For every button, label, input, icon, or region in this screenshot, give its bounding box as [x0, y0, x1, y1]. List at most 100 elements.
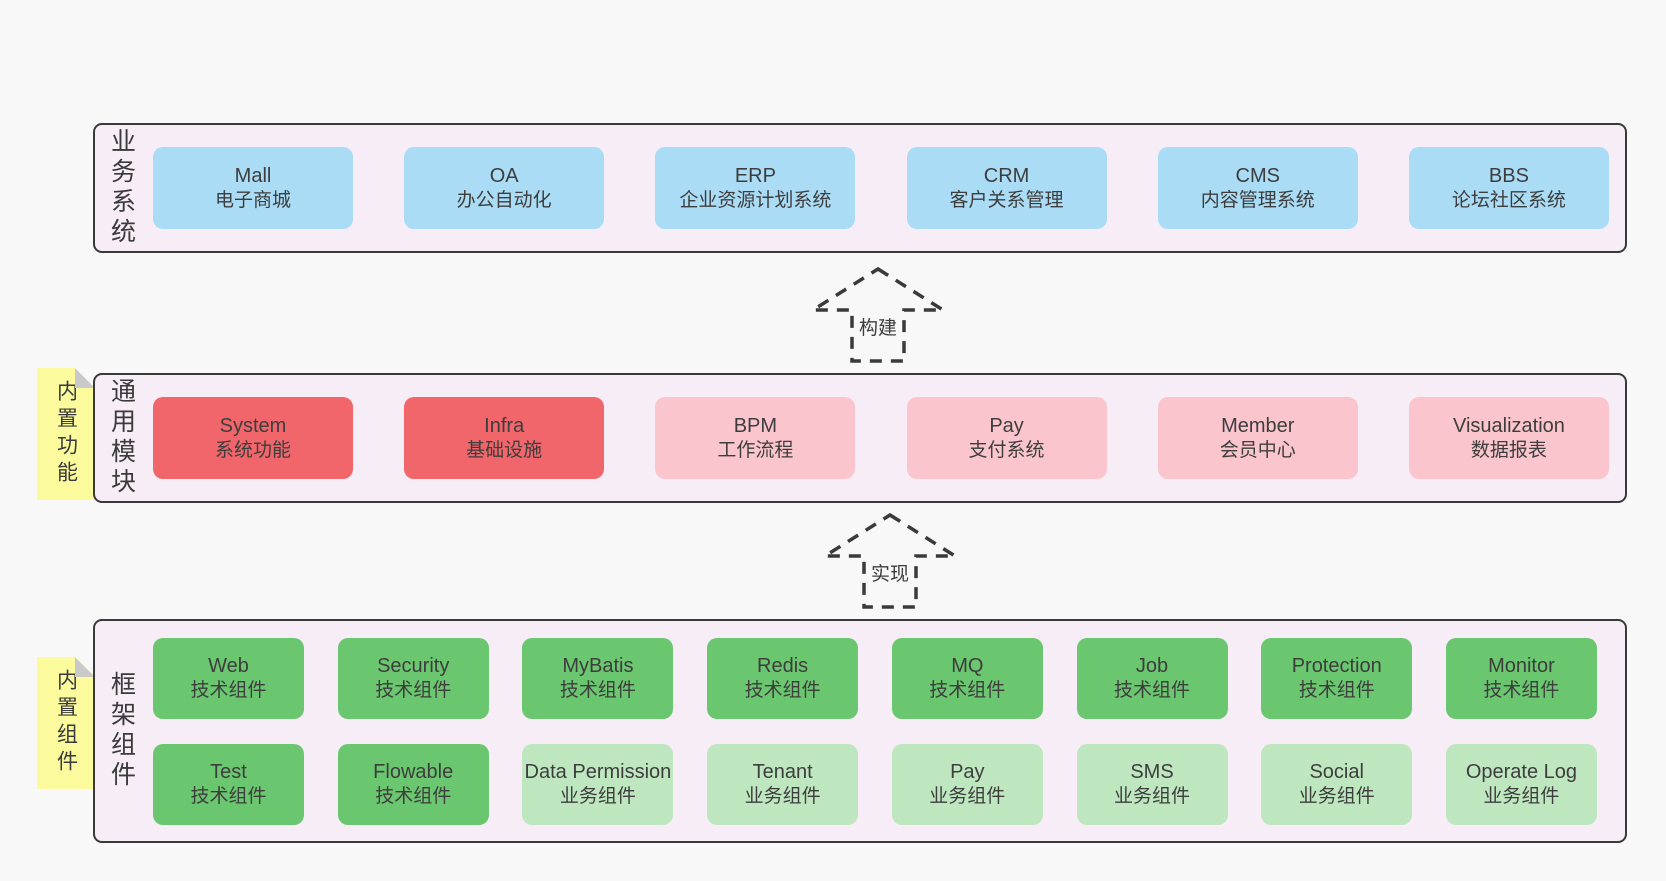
box-subtitle: 技术组件 [1114, 679, 1191, 701]
box-subtitle: 系统功能 [214, 439, 291, 461]
framework-rows: Web 技术组件 Security 技术组件 MyBatis 技术组件 Redi… [147, 621, 1625, 841]
box-title: Mall [234, 164, 272, 187]
box-oa: OA 办公自动化 [404, 147, 605, 229]
sticky-note-label: 内置功能 [54, 380, 78, 488]
dashed-up-arrow-icon [822, 512, 958, 609]
box-social: Social 业务组件 [1261, 743, 1413, 825]
box-title: Monitor [1488, 654, 1555, 677]
box-mq: MQ 技术组件 [891, 637, 1043, 719]
box-title: CRM [983, 164, 1030, 187]
box-subtitle: 技术组件 [1298, 679, 1375, 701]
box-test: Test 技术组件 [153, 743, 304, 825]
business-boxes-row: Mall 电子商城 OA 办公自动化 ERP 企业资源计划系统 CRM 客户关系… [147, 125, 1625, 251]
band-common-modules: 通用模块 System 系统功能 Infra 基础设施 BPM 工作流程 Pay… [93, 373, 1627, 503]
box-title: Web [208, 654, 249, 677]
box-subtitle: 工作流程 [717, 439, 794, 461]
box-subtitle: 技术组件 [1483, 679, 1560, 701]
band-business-systems: 业务系统 Mall 电子商城 OA 办公自动化 ERP 企业资源计划系统 CRM… [93, 123, 1627, 253]
box-title: Visualization [1452, 414, 1565, 437]
box-subtitle: 技术组件 [375, 679, 452, 701]
box-web: Web 技术组件 [153, 637, 304, 719]
box-subtitle: 论坛社区系统 [1451, 189, 1566, 211]
box-visualization: Visualization 数据报表 [1408, 397, 1609, 479]
box-title: Operate Log [1465, 760, 1578, 783]
box-subtitle: 技术组件 [375, 785, 452, 807]
box-title: MyBatis [562, 654, 634, 677]
box-data-permission: Data Permission 业务组件 [522, 743, 674, 825]
arrow-build-up: 构建 [810, 266, 946, 364]
sticky-fold-corner [75, 657, 95, 677]
box-subtitle: 数据报表 [1470, 439, 1547, 461]
box-crm: CRM 客户关系管理 [906, 147, 1107, 229]
box-title: Security [377, 654, 450, 677]
tech-components-row: Web 技术组件 Security 技术组件 MyBatis 技术组件 Redi… [153, 637, 1597, 719]
box-subtitle: 办公自动化 [456, 189, 552, 211]
box-mybatis: MyBatis 技术组件 [522, 637, 674, 719]
box-member: Member 会员中心 [1157, 397, 1358, 479]
box-title: CMS [1235, 164, 1280, 187]
box-protection: Protection 技术组件 [1261, 637, 1413, 719]
band-framework-components: 框架组件 Web 技术组件 Security 技术组件 MyBatis 技术组件… [93, 619, 1627, 843]
box-subtitle: 客户关系管理 [949, 189, 1064, 211]
box-title: BPM [733, 414, 778, 437]
box-title: System [219, 414, 287, 437]
box-subtitle: 业务组件 [559, 785, 636, 807]
box-flowable: Flowable 技术组件 [337, 743, 489, 825]
box-operate-log: Operate Log 业务组件 [1445, 743, 1597, 825]
box-subtitle: 内容管理系统 [1200, 189, 1315, 211]
box-subtitle: 业务组件 [744, 785, 821, 807]
box-title: MQ [951, 654, 984, 677]
box-pay-module: Pay 支付系统 [906, 397, 1107, 479]
box-title: OA [489, 164, 519, 187]
box-subtitle: 支付系统 [968, 439, 1045, 461]
box-subtitle: 电子商城 [214, 189, 291, 211]
box-subtitle: 业务组件 [1483, 785, 1560, 807]
box-title: Member [1221, 414, 1295, 437]
arrow-build-label: 构建 [855, 312, 901, 341]
sticky-note-built-in-functions: 内置功能 [37, 368, 95, 500]
box-title: Test [210, 760, 247, 783]
box-bbs: BBS 论坛社区系统 [1408, 147, 1609, 229]
band-title: 框架组件 [95, 621, 147, 841]
box-job: Job 技术组件 [1076, 637, 1228, 719]
box-title: Tenant [752, 760, 813, 783]
box-title: BBS [1488, 164, 1529, 187]
box-subtitle: 业务组件 [1114, 785, 1191, 807]
box-subtitle: 基础设施 [466, 439, 543, 461]
box-subtitle: 技术组件 [559, 679, 636, 701]
box-subtitle: 企业资源计划系统 [679, 189, 832, 211]
box-subtitle: 技术组件 [744, 679, 821, 701]
box-sms: SMS 业务组件 [1076, 743, 1228, 825]
arrow-implement-up: 实现 [822, 512, 958, 610]
box-tenant: Tenant 业务组件 [707, 743, 859, 825]
box-subtitle: 业务组件 [929, 785, 1006, 807]
box-title: Protection [1291, 654, 1382, 677]
box-title: Pay [989, 414, 1024, 437]
box-pay-component: Pay 业务组件 [891, 743, 1043, 825]
dashed-up-arrow-icon [810, 266, 946, 363]
box-subtitle: 技术组件 [929, 679, 1006, 701]
box-title: Infra [484, 414, 525, 437]
box-security: Security 技术组件 [337, 637, 489, 719]
box-title: Job [1135, 654, 1169, 677]
box-subtitle: 会员中心 [1219, 439, 1296, 461]
band-title: 业务系统 [95, 125, 147, 251]
sticky-fold-corner [75, 368, 95, 388]
box-subtitle: 业务组件 [1298, 785, 1375, 807]
box-bpm: BPM 工作流程 [655, 397, 856, 479]
box-system: System 系统功能 [153, 397, 353, 479]
box-title: SMS [1130, 760, 1174, 783]
band-title: 通用模块 [95, 375, 147, 501]
box-title: Flowable [373, 760, 454, 783]
module-boxes-row: System 系统功能 Infra 基础设施 BPM 工作流程 Pay 支付系统… [147, 375, 1625, 501]
box-title: Data Permission [524, 760, 672, 783]
box-title: Social [1309, 760, 1364, 783]
box-infra: Infra 基础设施 [404, 397, 605, 479]
box-subtitle: 技术组件 [190, 679, 267, 701]
box-title: Pay [950, 760, 985, 783]
sticky-note-label: 内置组件 [54, 669, 78, 777]
band-title-text: 通用模块 [107, 378, 136, 498]
box-subtitle: 技术组件 [190, 785, 267, 807]
box-mall: Mall 电子商城 [153, 147, 353, 229]
